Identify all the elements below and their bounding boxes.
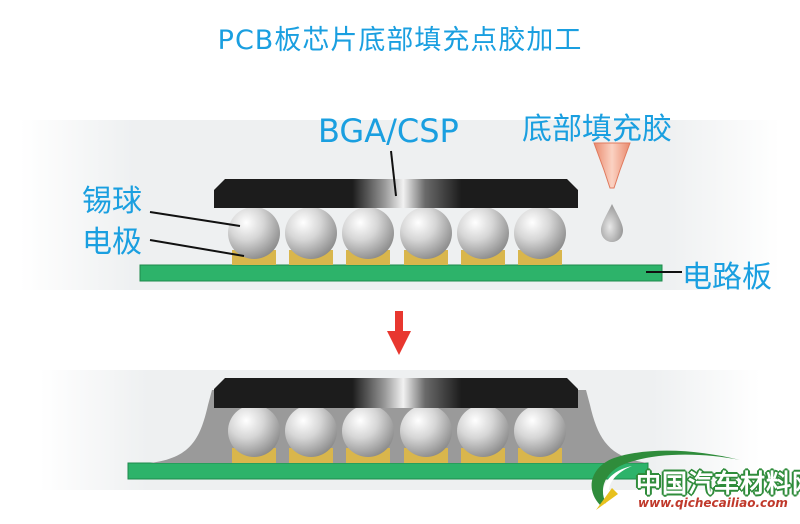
solder-ball <box>514 207 566 259</box>
solder-ball <box>342 207 394 259</box>
solder-ball <box>457 405 509 457</box>
logo-url: www.qichecailiao.com <box>638 496 788 510</box>
page-title: PCB板芯片底部填充点胶加工 <box>217 25 583 56</box>
solder-ball <box>514 405 566 457</box>
pcb-board-bottom <box>127 462 649 480</box>
logo-swoosh-icon <box>591 450 740 510</box>
glue-nozzle-icon <box>593 142 631 189</box>
leader-line-electrode <box>149 239 245 257</box>
leader-line-solder-ball <box>149 211 241 227</box>
solder-ball <box>228 207 280 259</box>
label-electrode: 电极 <box>82 225 142 260</box>
pcb-board-top <box>139 264 663 282</box>
solder-ball <box>400 207 452 259</box>
solder-ball <box>228 405 280 457</box>
solder-ball-row-top <box>228 207 566 259</box>
solder-ball <box>457 207 509 259</box>
solder-ball <box>285 207 337 259</box>
solder-ball <box>285 405 337 457</box>
bga-chip-bottom <box>214 378 578 408</box>
solder-ball <box>342 405 394 457</box>
label-solder-ball: 锡球 <box>82 184 142 219</box>
logo-text: 中国汽车材料网 <box>636 469 800 498</box>
glue-droplet-icon <box>601 204 623 242</box>
solder-ball-row-bottom <box>228 405 566 457</box>
solder-ball <box>400 405 452 457</box>
label-pcb: 电路板 <box>682 260 772 295</box>
label-bga-csp: BGA/CSP <box>318 112 459 150</box>
leader-line-chip <box>390 150 397 197</box>
process-arrow-icon <box>387 311 411 355</box>
site-logo: 中国汽车材料网 www.qichecailiao.com <box>580 440 800 520</box>
label-underfill-glue: 底部填充胶 <box>522 112 672 147</box>
